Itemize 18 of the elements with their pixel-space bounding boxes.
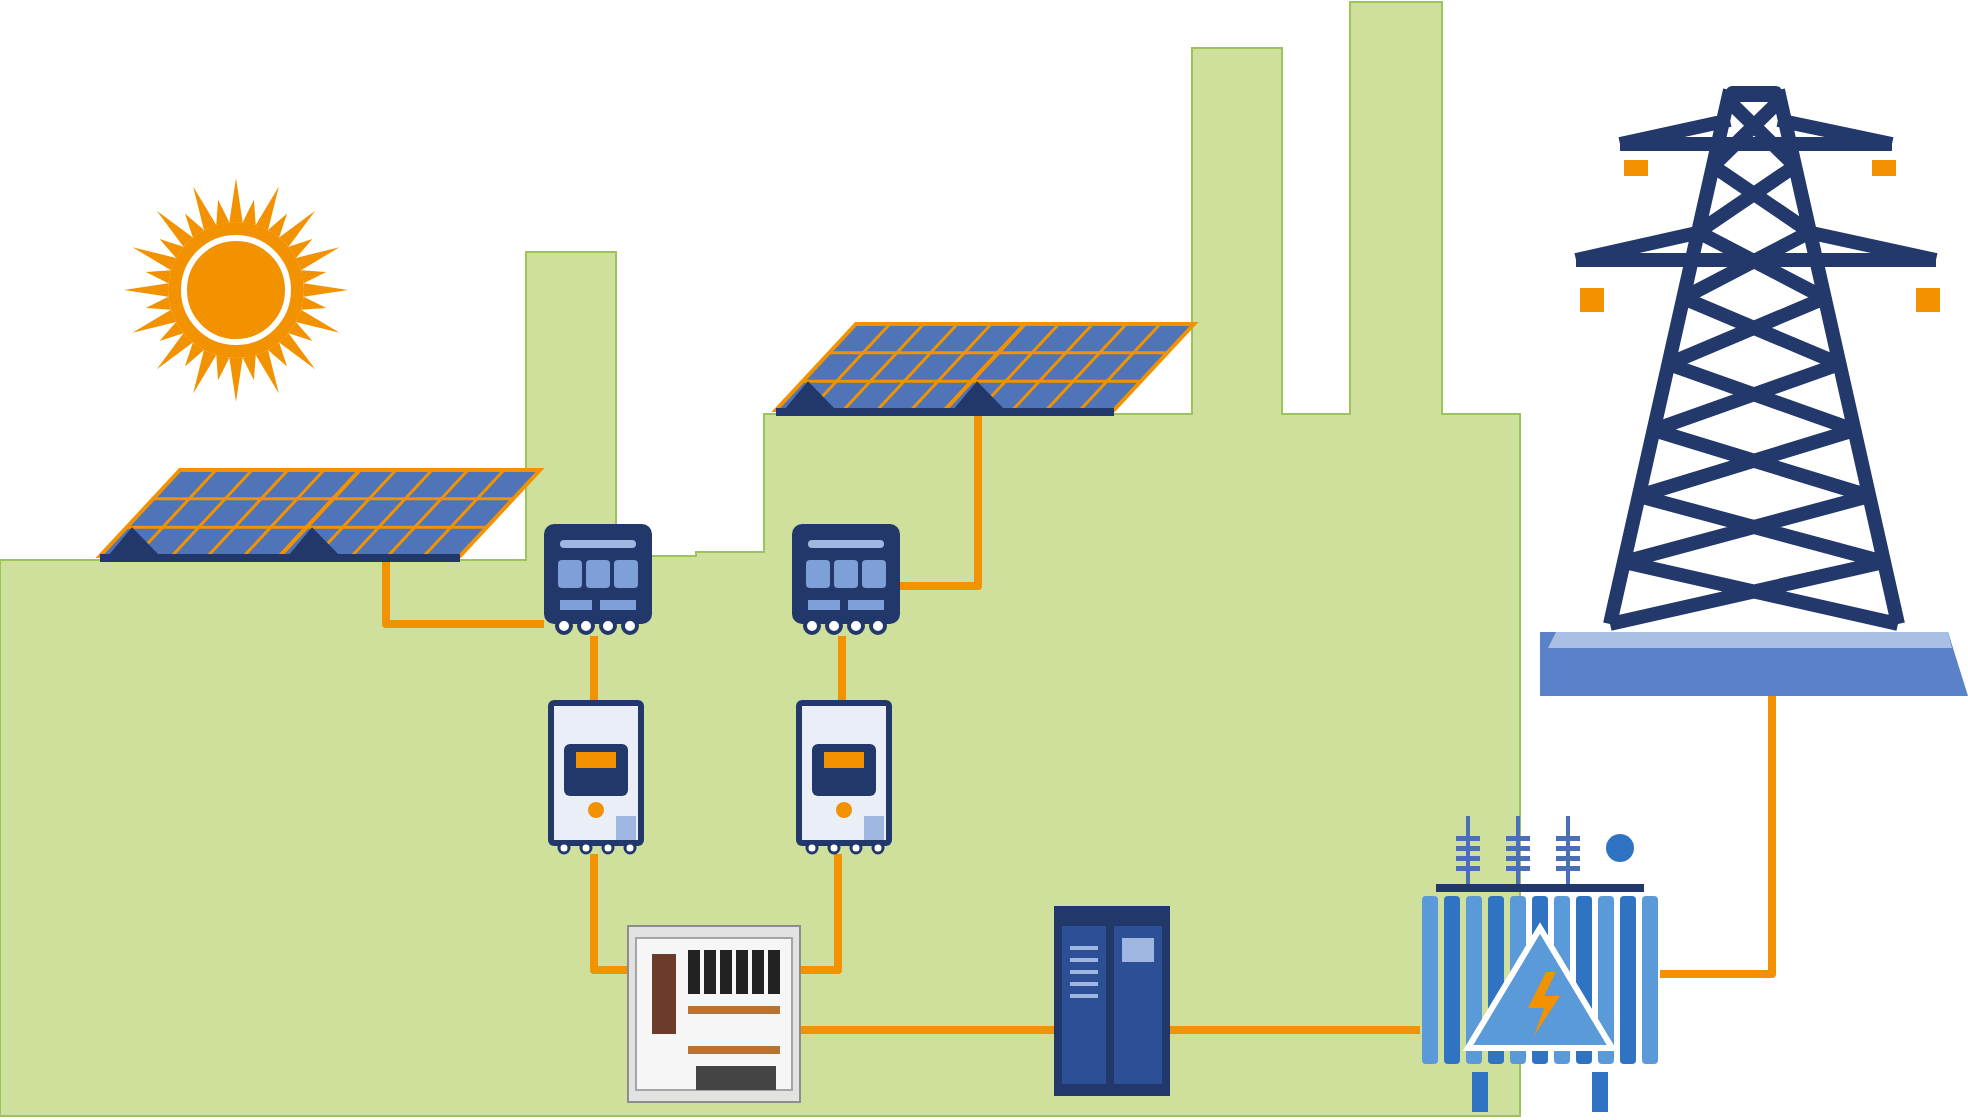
solar-panel-drawing [776, 324, 1194, 416]
cable-line [1170, 1026, 1420, 1034]
electrical-cabinet-drawing [1054, 906, 1170, 1096]
cable-line [900, 416, 982, 590]
combiner-box-drawing [544, 524, 652, 636]
inverter-drawing [548, 700, 644, 854]
inverter-drawing [796, 700, 892, 854]
cable-line [838, 636, 846, 700]
switchgear-cabinet-drawing [628, 926, 800, 1102]
cable-line [800, 1026, 1054, 1034]
cable-line [800, 854, 842, 974]
cable-line [590, 636, 598, 700]
cable-line [590, 854, 628, 974]
solar-panel-drawing [100, 470, 540, 562]
cable-line [382, 562, 544, 628]
transformer-drawing [1420, 816, 1660, 1112]
combiner-box-drawing [792, 524, 900, 636]
cable-line [1660, 696, 1776, 978]
